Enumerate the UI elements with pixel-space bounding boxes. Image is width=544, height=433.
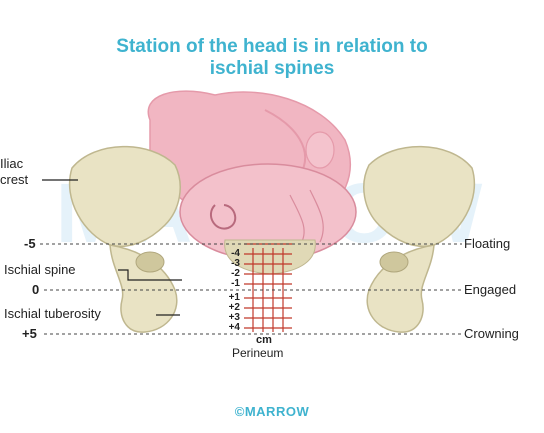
ischial-tuberosity-label: Ischial tuberosity [4, 306, 101, 321]
fetal-ear [209, 204, 237, 230]
scale-unit-label: cm [256, 334, 272, 346]
iliac-crest-label-line2: crest [0, 172, 29, 187]
scale-tick: +4 [228, 322, 240, 333]
station-zero-label: 0 [32, 282, 40, 297]
footer-brand: ©MARROW [234, 404, 310, 419]
fetus-hand [305, 131, 335, 169]
floating-label: Floating [464, 236, 511, 251]
left-obturator-foramen [135, 251, 165, 273]
left-iliac-wing [68, 145, 181, 247]
right-obturator-foramen [379, 251, 409, 273]
scale-tick: -4 [231, 248, 240, 259]
station-minus5-label: -5 [24, 236, 36, 251]
title-line1: Station of the head is in relation to [116, 36, 428, 57]
engaged-label: Engaged [464, 282, 517, 297]
scale-tick: +3 [228, 312, 240, 323]
right-iliac-wing [363, 145, 476, 247]
ischial-spine-leader [118, 269, 182, 281]
iliac-crest-label-line1: Iliac [0, 156, 24, 171]
crowning-label: Crowning [464, 326, 519, 341]
scale-tick: +2 [228, 302, 240, 313]
diagram-title: Station of the head is in relation to is… [0, 36, 544, 80]
scale-tick: -1 [231, 278, 240, 289]
scale-tick: +1 [228, 292, 240, 303]
scale-tick: -2 [231, 268, 240, 279]
ischial-spine-label: Ischial spine [4, 262, 76, 277]
scale-tick: -3 [231, 258, 240, 269]
perineum-label: Perineum [232, 346, 284, 360]
title-line2: ischial spines [209, 58, 335, 79]
station-plus5-label: +5 [22, 326, 37, 341]
